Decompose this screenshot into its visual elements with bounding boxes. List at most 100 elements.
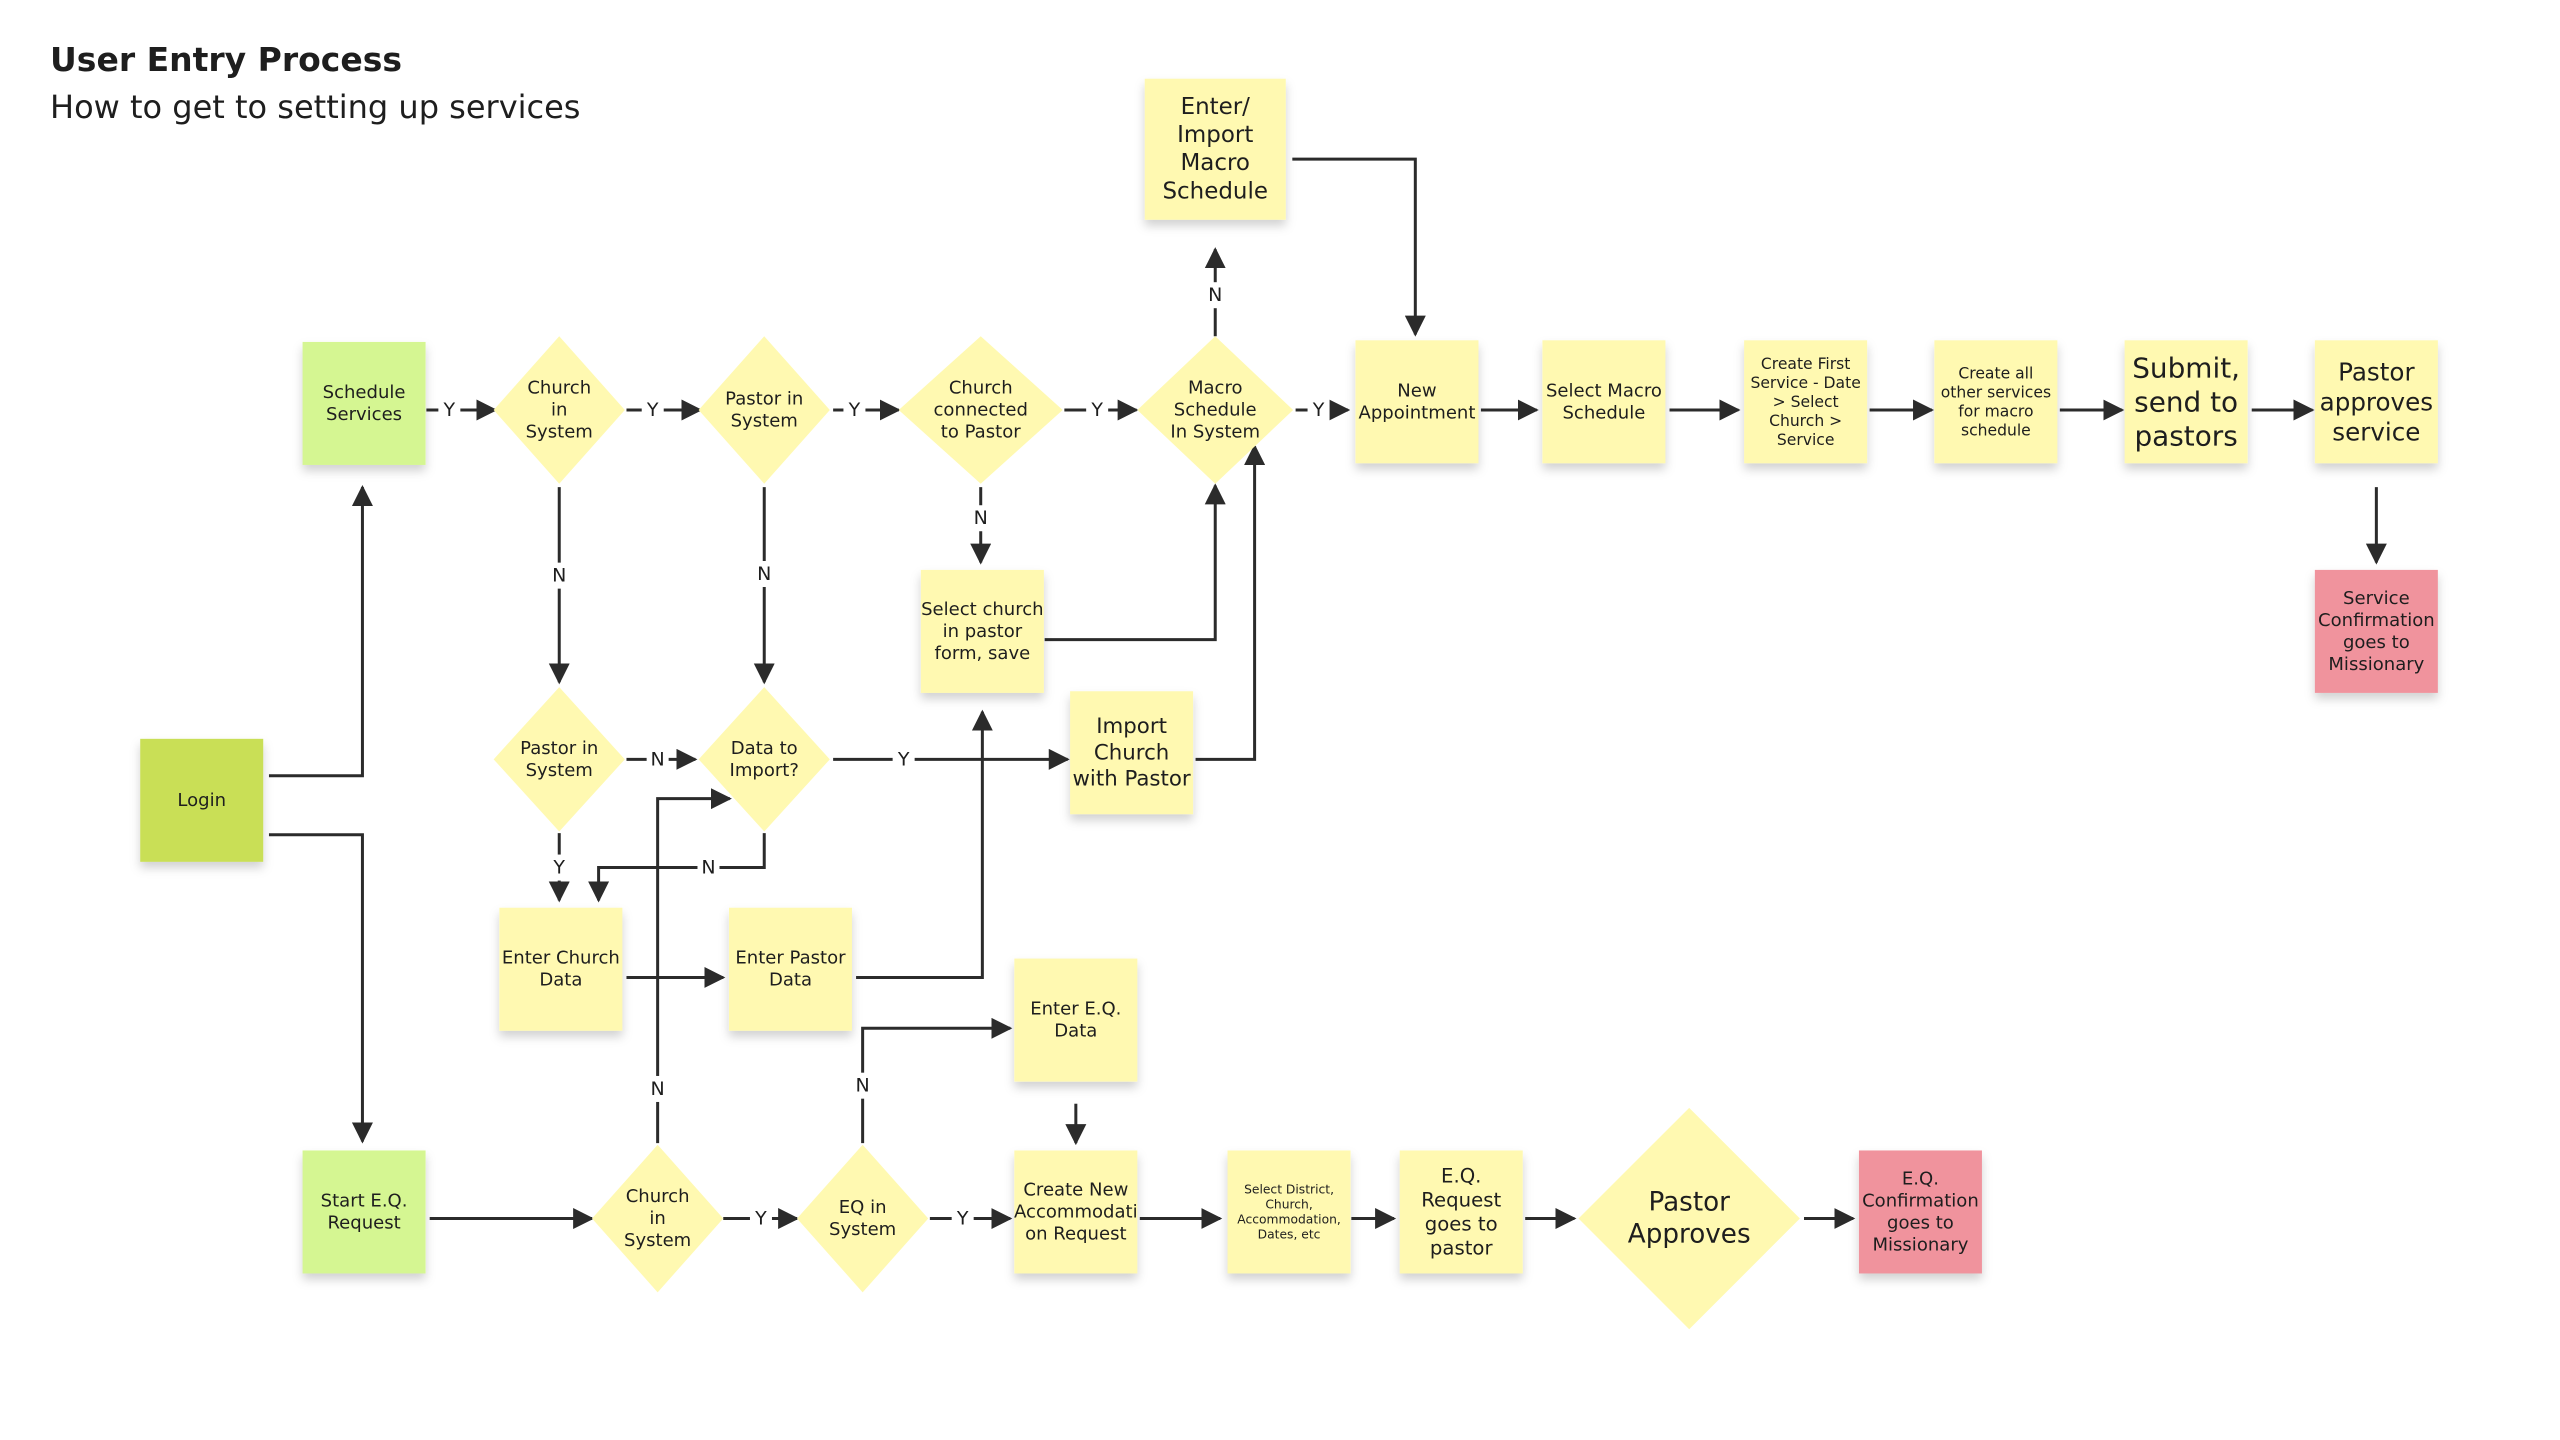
edge-label: N: [757, 563, 771, 585]
edge-label: Y: [897, 748, 910, 770]
edge-label: Y: [646, 399, 659, 421]
edge-label: Y: [443, 399, 456, 421]
page-title: User Entry Process: [50, 40, 403, 79]
node-text-line: Confirmation: [1862, 1190, 1979, 1211]
enter-eq-data-sticky[interactable]: Enter E.Q.Data: [1014, 958, 1138, 1082]
node-text-line: System: [731, 411, 798, 432]
sticky-note: [2314, 569, 2438, 693]
sticky-note: [1014, 958, 1138, 1082]
node-text-line: Data: [1054, 1021, 1097, 1042]
start-eq-request-sticky[interactable]: Start E.Q.Request: [302, 1150, 426, 1274]
edge-label-bg: [749, 1205, 772, 1232]
node-text-line: Submit,: [2132, 351, 2240, 384]
login-sticky[interactable]: Login: [140, 738, 264, 862]
sticky-note: [302, 1150, 426, 1274]
select-district-sticky[interactable]: Select District,Church,Accommodation,Dat…: [1227, 1150, 1351, 1274]
node-text-line: with Pastor: [1072, 766, 1190, 791]
node-text-line: Church: [527, 377, 591, 398]
node-text-line: service: [2332, 417, 2420, 446]
node-text-line: Login: [177, 790, 226, 811]
node-text-line: Church: [626, 1186, 690, 1207]
node-text-line: in: [551, 400, 567, 421]
node-text-line: pastors: [2134, 419, 2237, 452]
edge-label-bg: [969, 505, 992, 532]
node-text-line: Dates, etc: [1258, 1227, 1321, 1241]
decision-diamond: [797, 1144, 929, 1293]
node-text-line: to Pastor: [941, 422, 1021, 443]
node-text-line: In System: [1170, 422, 1260, 443]
edge-label-bg: [851, 1072, 874, 1099]
edge-label: N: [552, 565, 566, 587]
edge-label-bg: [951, 1205, 974, 1232]
decision-diamond: [493, 336, 625, 484]
edge-login-to-start-eq-request: [268, 833, 373, 1144]
node-text-line: Missionary: [1872, 1234, 1968, 1255]
node-text-line: System: [526, 422, 593, 443]
sticky-note: [1858, 1150, 1982, 1274]
node-text-line: Macro: [1188, 377, 1243, 398]
node-text-line: other services: [1941, 383, 2051, 401]
edge-label-bg: [892, 746, 915, 773]
node-text-line: in: [649, 1208, 665, 1229]
node-text-line: Data to: [731, 738, 798, 759]
edge-label-bg: [548, 562, 571, 589]
sticky-note: [1144, 78, 1286, 220]
edge-label-bg: [1307, 397, 1330, 423]
node-text-line: Church: [949, 377, 1013, 398]
sticky-note: [2314, 340, 2438, 464]
node-text-line: E.Q.: [1441, 1164, 1481, 1187]
node-text-line: Schedule: [323, 382, 406, 403]
edge-church-in-system-2-to-data-to-import: [656, 788, 732, 1144]
node-text-line: for macro: [1958, 402, 2033, 420]
sticky-note: [302, 341, 426, 465]
node-text-line: Church: [1094, 740, 1169, 765]
edge-select-church-form-to-macro-schedule-in-system: [1044, 483, 1226, 642]
node-text-line: Service - Date: [1750, 374, 1860, 392]
sticky-note: [1070, 691, 1194, 815]
node-text-line: Request: [1421, 1188, 1501, 1211]
node-text-line: Import: [1096, 714, 1167, 739]
node-text-line: approves: [2320, 387, 2433, 416]
node-text-line: Accommodation,: [1237, 1212, 1341, 1226]
node-text-line: Start E.Q.: [321, 1190, 408, 1211]
edge-label-bg: [753, 561, 776, 587]
sticky-note: [1014, 1150, 1138, 1274]
edge-enter-pastor-data-to-select-church-form: [856, 709, 993, 979]
edge-enter-import-macro-to-new-appointment: [1292, 157, 1426, 337]
node-text-line: System: [829, 1219, 896, 1240]
decision-diamond: [1578, 1107, 1800, 1330]
node-text-line: Pastor: [1648, 1188, 1730, 1218]
node-text-line: > Select: [1773, 393, 1839, 411]
node-text-line: Enter E.Q.: [1030, 999, 1121, 1020]
node-text-line: Import: [1177, 122, 1253, 148]
node-text-line: Create New: [1023, 1179, 1128, 1200]
node-text-line: pastor: [1430, 1236, 1494, 1259]
edge-label-bg: [548, 854, 571, 881]
